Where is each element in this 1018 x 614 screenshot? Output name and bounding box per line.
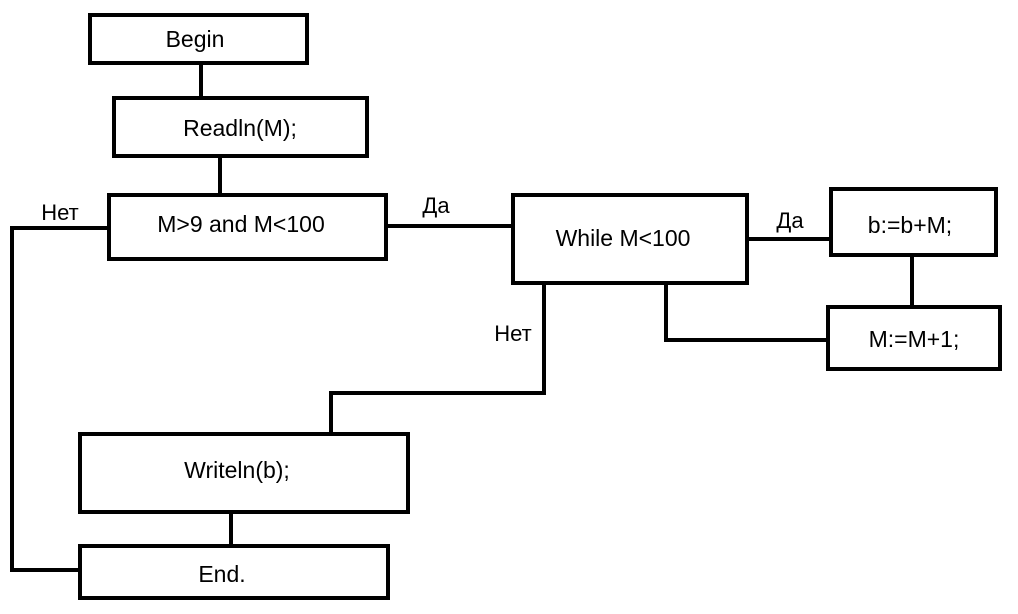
condition-no-label: Нет [41, 200, 78, 225]
sum-step-label: b:=b+M; [868, 212, 952, 238]
node-while-loop: While M<100 [511, 193, 749, 285]
loop-no-label: Нет [494, 321, 531, 346]
while-loop-label: While M<100 [556, 225, 691, 251]
connectors [10, 61, 914, 572]
node-writeln: Writeln(b); [78, 432, 410, 514]
node-readln: Readln(M); [112, 96, 369, 158]
writeln-label: Writeln(b); [184, 457, 290, 483]
begin-label: Begin [166, 26, 225, 52]
node-increment: M:=M+1; [826, 305, 1002, 371]
condition-label: M>9 and M<100 [157, 211, 325, 237]
node-sum-step: b:=b+M; [829, 187, 998, 257]
edge-while-no-to-writeln [329, 281, 546, 436]
edge-increment-back-to-while [664, 281, 830, 342]
readln-label: Readln(M); [183, 115, 297, 141]
condition-yes-label: Да [422, 193, 450, 218]
increment-box [826, 305, 1002, 371]
sum-step-box [829, 187, 998, 257]
condition-box [107, 193, 388, 261]
begin-box [88, 13, 309, 65]
writeln-box [78, 432, 410, 514]
loop-yes-label: Да [776, 208, 804, 233]
readln-box [112, 96, 369, 158]
node-end: End. [78, 544, 390, 600]
increment-label: M:=M+1; [869, 326, 960, 352]
edge-condition-no-to-end [10, 226, 111, 572]
end-label: End. [198, 561, 245, 587]
while-loop-box [511, 193, 749, 285]
node-condition: M>9 and M<100 [107, 193, 388, 261]
end-box [78, 544, 390, 600]
node-begin: Begin [88, 13, 309, 65]
